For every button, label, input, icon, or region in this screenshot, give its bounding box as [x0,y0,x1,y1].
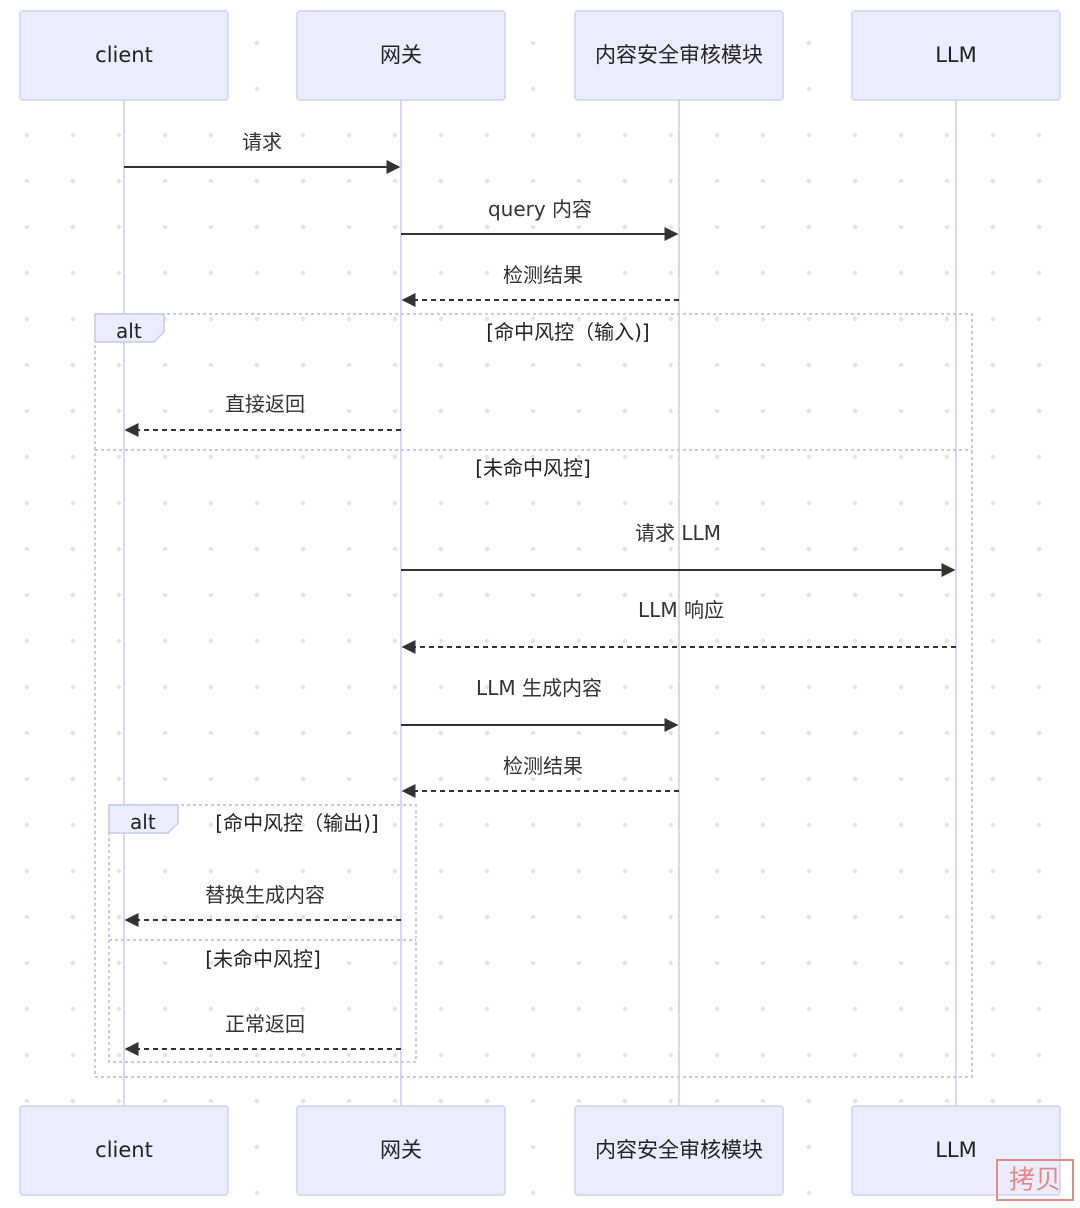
participant-label: 内容安全审核模块 [595,1138,763,1162]
participant-box [19,1105,229,1196]
participant-label: LLM [935,43,977,67]
message-10: 正常返回 [124,1012,401,1056]
participant-moderation-top: 内容安全审核模块 [574,10,784,101]
alt-frame-input-border [94,313,973,1078]
participant-box [851,1105,1061,1196]
alt-frame-input: alt [命中风控（输入)] [未命中风控] [94,313,973,1078]
participant-llm-top: LLM [851,10,1061,101]
alt-frame-output-tab [108,804,179,834]
participant-label: LLM [935,1138,977,1162]
message-9: 替换生成内容 [124,883,401,927]
watermark-stamp: 拷贝 [996,1159,1074,1201]
watermark-border [996,1159,1074,1201]
alt-frame-input-condition: [命中风控（输入)] [486,320,649,344]
alt-frame-input-tab [94,313,165,343]
participant-box [851,10,1061,101]
message-1: 请求 [124,130,401,174]
participant-gateway-bottom: 网关 [296,1105,506,1196]
alt-frame-input-else-condition: [未命中风控] [475,456,591,480]
participant-label: 网关 [380,1138,422,1162]
participant-client-top: client [19,10,229,101]
message-8: 检测结果 [401,754,679,798]
message-label: 替换生成内容 [205,883,325,907]
participant-label: client [95,1138,153,1162]
message-label: LLM 生成内容 [476,676,602,700]
participant-label: 内容安全审核模块 [595,43,763,67]
participant-moderation-bottom: 内容安全审核模块 [574,1105,784,1196]
message-3: 检测结果 [401,263,679,307]
message-4: 直接返回 [124,392,401,437]
message-2: query 内容 [401,197,679,241]
message-label: 请求 LLM [635,521,721,545]
message-5: 请求 LLM [401,521,956,577]
message-label: LLM 响应 [638,598,724,622]
message-label: 检测结果 [503,263,583,287]
participants-bottom: client 网关 内容安全审核模块 LLM [19,1105,1061,1196]
participant-llm-bottom: LLM [851,1105,1061,1196]
participant-box [19,10,229,101]
participant-box [296,1105,506,1196]
participant-box [296,10,506,101]
participant-box [574,1105,784,1196]
lifelines [123,100,957,1106]
message-6: LLM 响应 [401,598,956,654]
participant-label: client [95,43,153,67]
message-label: 检测结果 [503,754,583,778]
message-label: 请求 [242,130,282,154]
participant-client-bottom: client [19,1105,229,1196]
messages: 请求 query 内容 检测结果 直接返回 请求 LLM LLM 响应 LLM … [124,130,956,1056]
message-label: query 内容 [488,197,592,221]
watermark-text: 拷贝 [1009,1166,1061,1196]
alt-frame-output-else-condition: [未命中风控] [205,947,321,971]
message-label: 正常返回 [225,1012,305,1036]
participant-box [574,10,784,101]
alt-frame-input-tab-label: alt [116,319,142,343]
alt-frame-output-tab-label: alt [130,810,156,834]
message-7: LLM 生成内容 [401,676,679,732]
alt-frame-output-condition: [命中风控（输出)] [215,811,378,835]
participant-label: 网关 [380,43,422,67]
participant-gateway-top: 网关 [296,10,506,101]
participants-top: client 网关 内容安全审核模块 LLM [19,10,1061,101]
message-label: 直接返回 [225,392,305,416]
alt-frame-output: alt [命中风控（输出)] [未命中风控] [108,804,417,1063]
